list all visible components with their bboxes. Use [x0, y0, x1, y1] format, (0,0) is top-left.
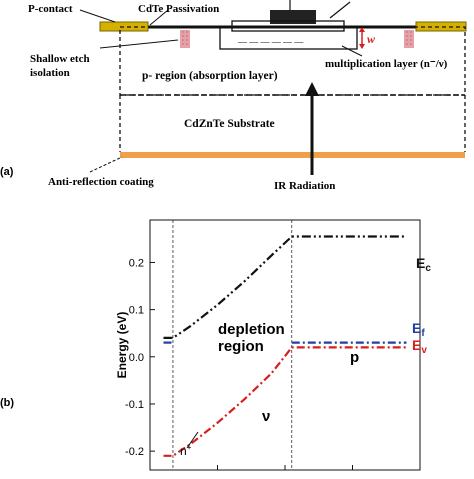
anti-reflection-coating-bar [120, 152, 465, 158]
depletion-label-line1: depletion [218, 321, 285, 338]
y-ticks: -0.2 -0.1 0.0 0.1 0.2 [125, 257, 155, 458]
multiplication-minus-signs: — — — — — — [237, 37, 304, 47]
y-axis-label: Energy (eV) [115, 312, 129, 379]
w-arrow-head-top [359, 27, 365, 32]
y-tick-label: 0.1 [129, 305, 144, 317]
plot-frame [149, 219, 421, 471]
n-plus-label: n+ [180, 443, 192, 458]
etch-trench-right [404, 30, 414, 48]
anti-reflection-label: Anti-reflection coating [48, 176, 154, 188]
substrate-label: CdZnTe Substrate [184, 118, 275, 130]
p-contact-label: P-contact [28, 3, 73, 15]
panel-b-label: (b) [0, 397, 14, 409]
ef-annotation: Ef [412, 320, 425, 339]
p-label: p [350, 349, 359, 366]
region-boundary-lines [172, 220, 293, 470]
series-e-c-line [163, 235, 407, 339]
ev-annotation: Ev [412, 337, 427, 356]
band-series [163, 235, 407, 457]
depletion-label-line2: region [218, 338, 264, 355]
junction-pointer [329, 1, 351, 19]
panel-b-band-diagram: (b) Energy (eV) -0.2-0.10.00.10.2 0.00.5… [0, 219, 431, 479]
ec-annotation: Ec [416, 255, 431, 274]
panel-a-device-diagram: — — — — — — w [0, 0, 467, 192]
p-contact-leader [79, 9, 116, 23]
p-region-label: p- region (absorption layer) [142, 70, 278, 82]
shallow-etch-label-line2: isolation [30, 67, 70, 79]
n-contact-block [270, 10, 316, 24]
y-tick-label: -0.2 [125, 446, 144, 458]
shallow-etch-leader [99, 39, 179, 49]
anti-reflection-leader [89, 156, 123, 173]
panel-a-label: (a) [0, 166, 14, 178]
series-e-v-line [163, 346, 407, 457]
w-label: w [367, 32, 376, 46]
nu-label: ν [262, 408, 270, 425]
w-arrow-head-bottom [359, 44, 365, 49]
p-region-box [119, 26, 466, 96]
n-plus-pointer [186, 431, 199, 449]
n-plus-region [231, 20, 345, 32]
y-tick-label: 0.2 [129, 257, 144, 269]
cdte-leader [149, 9, 169, 26]
etch-trench-left [180, 30, 190, 48]
cdte-passivation-label: CdTe Passivation [138, 3, 219, 15]
ir-radiation-arrow-head [305, 82, 319, 96]
y-tick-label: 0.0 [129, 352, 144, 364]
multiplication-layer-label: multiplication layer (n⁻/ν) [325, 58, 448, 70]
multiplication-leader [341, 45, 363, 57]
shallow-etch-label-line1: Shallow etch [30, 53, 90, 65]
y-tick-label: -0.1 [125, 399, 144, 411]
ir-radiation-label: IR Radiation [274, 180, 335, 192]
